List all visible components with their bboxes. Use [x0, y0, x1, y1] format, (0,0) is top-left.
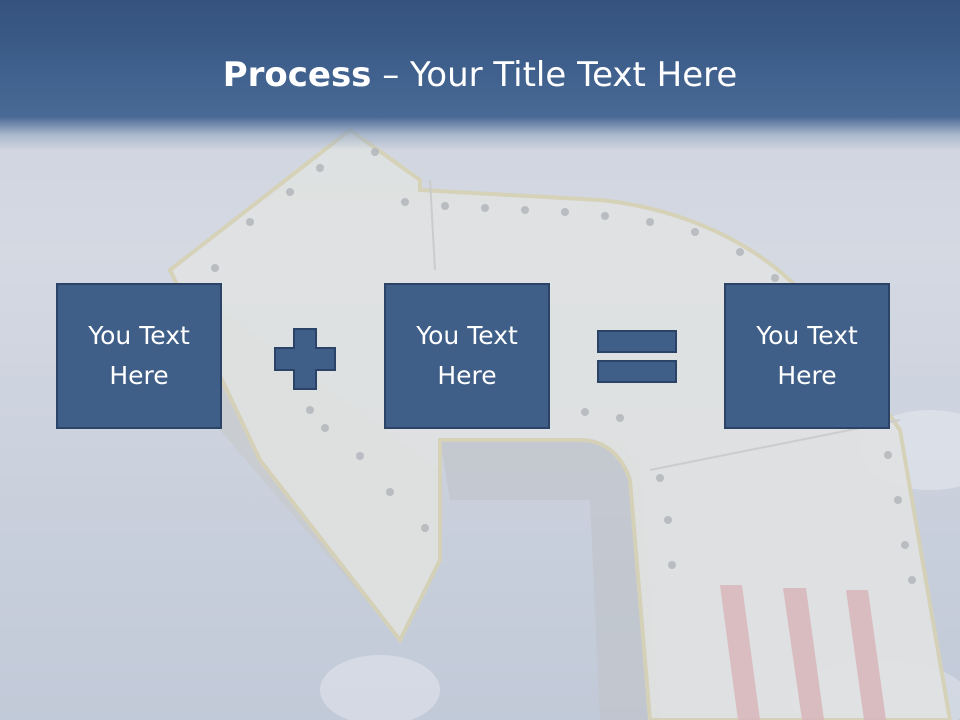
process-box-3-text: You Text Here: [756, 321, 858, 390]
title-bar: [0, 0, 960, 150]
process-box-1-text: You Text Here: [88, 321, 190, 390]
title-rest-text: – Your Title Text Here: [371, 55, 738, 95]
process-box-3[interactable]: You Text Here: [724, 283, 890, 429]
equals-icon: [597, 330, 677, 383]
plus-icon: [274, 328, 336, 390]
slide-title[interactable]: Process – Your Title Text Here: [0, 50, 960, 100]
process-box-1[interactable]: You Text Here: [56, 283, 222, 429]
title-bold-text: Process: [222, 55, 372, 95]
process-box-2[interactable]: You Text Here: [384, 283, 550, 429]
process-box-2-text: You Text Here: [416, 321, 518, 390]
